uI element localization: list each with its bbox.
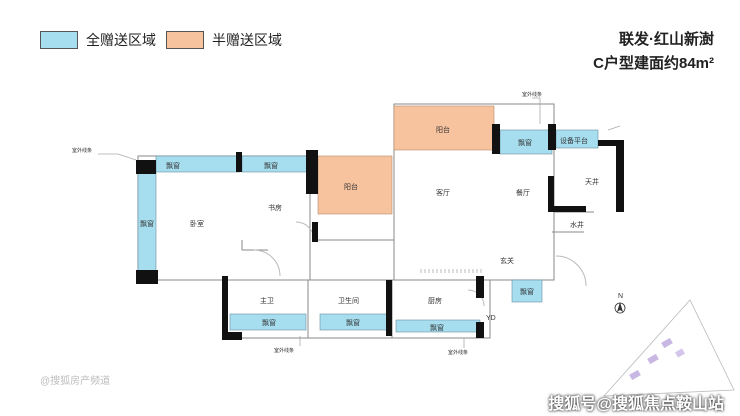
label-bay-master-bath: 飘窗 [262, 318, 276, 327]
label-bedroom: 卧室 [190, 219, 204, 228]
label-balcony-top: 阳台 [436, 125, 450, 134]
label-bay-top-left: 飘窗 [166, 161, 180, 170]
legend-full-gift: 全赠送区域 [40, 30, 156, 50]
note-top: 室外线条 [522, 91, 542, 98]
wall-block [598, 140, 624, 146]
bay-window-master-bath [229, 313, 307, 331]
wall-block [548, 206, 586, 212]
label-entrance: 玄关 [500, 256, 514, 265]
legend-half-gift: 半赠送区域 [166, 30, 282, 50]
note-bottom: 室外线条 [274, 347, 294, 354]
legend-half-swatch [166, 31, 204, 49]
balcony-top [393, 105, 495, 151]
wall-block [386, 280, 392, 336]
label-bay-bathroom: 飘窗 [346, 318, 360, 327]
legend-full-swatch [40, 31, 78, 49]
label-bay-dining: 飘窗 [518, 138, 532, 147]
label-living: 客厅 [436, 188, 450, 197]
label-bay-kitchen: 飘窗 [430, 323, 444, 332]
label-kitchen: 厨房 [428, 296, 442, 305]
label-water-well: 水井 [570, 220, 584, 229]
label-master-bath: 主卫 [260, 296, 274, 305]
balcony-left [317, 155, 393, 215]
label-bay-bedroom: 飘窗 [140, 219, 154, 228]
compass-north-label: N [618, 293, 623, 300]
watermark-right: 搜狐号@搜狐焦点鞍山站 [548, 396, 724, 413]
label-equipment: 设备平台 [560, 136, 588, 145]
label-patio: 天井 [585, 177, 599, 186]
legend-half-label: 半赠送区域 [212, 32, 282, 48]
wall-block [548, 176, 554, 212]
unit-area: C户型建面约84m² [593, 55, 714, 72]
wall-block [312, 222, 318, 242]
label-bay-study: 飘窗 [264, 161, 278, 170]
wall-block [548, 124, 556, 150]
wall-block [476, 322, 484, 338]
label-study: 书房 [268, 203, 282, 212]
wall-block [136, 270, 158, 284]
left-wing-outline [137, 155, 311, 281]
project-name: 联发·红山新澍 [619, 31, 714, 48]
wall-block [136, 160, 156, 174]
north-compass: N [614, 293, 626, 314]
wall-block [222, 332, 242, 340]
label-yd: YD [486, 315, 496, 322]
site-key-map [603, 299, 735, 397]
legend-full-label: 全赠送区域 [86, 32, 156, 48]
label-dining: 餐厅 [516, 188, 530, 197]
wall-block [476, 276, 484, 298]
bay-window-entrance [511, 279, 543, 303]
note-left: 室外线条 [72, 147, 92, 154]
wall-block [222, 276, 228, 338]
note-bottom-right: 室外线条 [448, 349, 468, 356]
label-balcony-left: 阳台 [344, 182, 358, 191]
label-bay-entrance: 飘窗 [520, 287, 534, 296]
watermark-left: @搜狐房产频道 [40, 376, 111, 387]
wall-block [236, 152, 242, 172]
label-bathroom: 卫生间 [338, 296, 359, 305]
wall-block [306, 150, 318, 194]
wall-block [492, 124, 500, 154]
wall-block [616, 140, 624, 212]
